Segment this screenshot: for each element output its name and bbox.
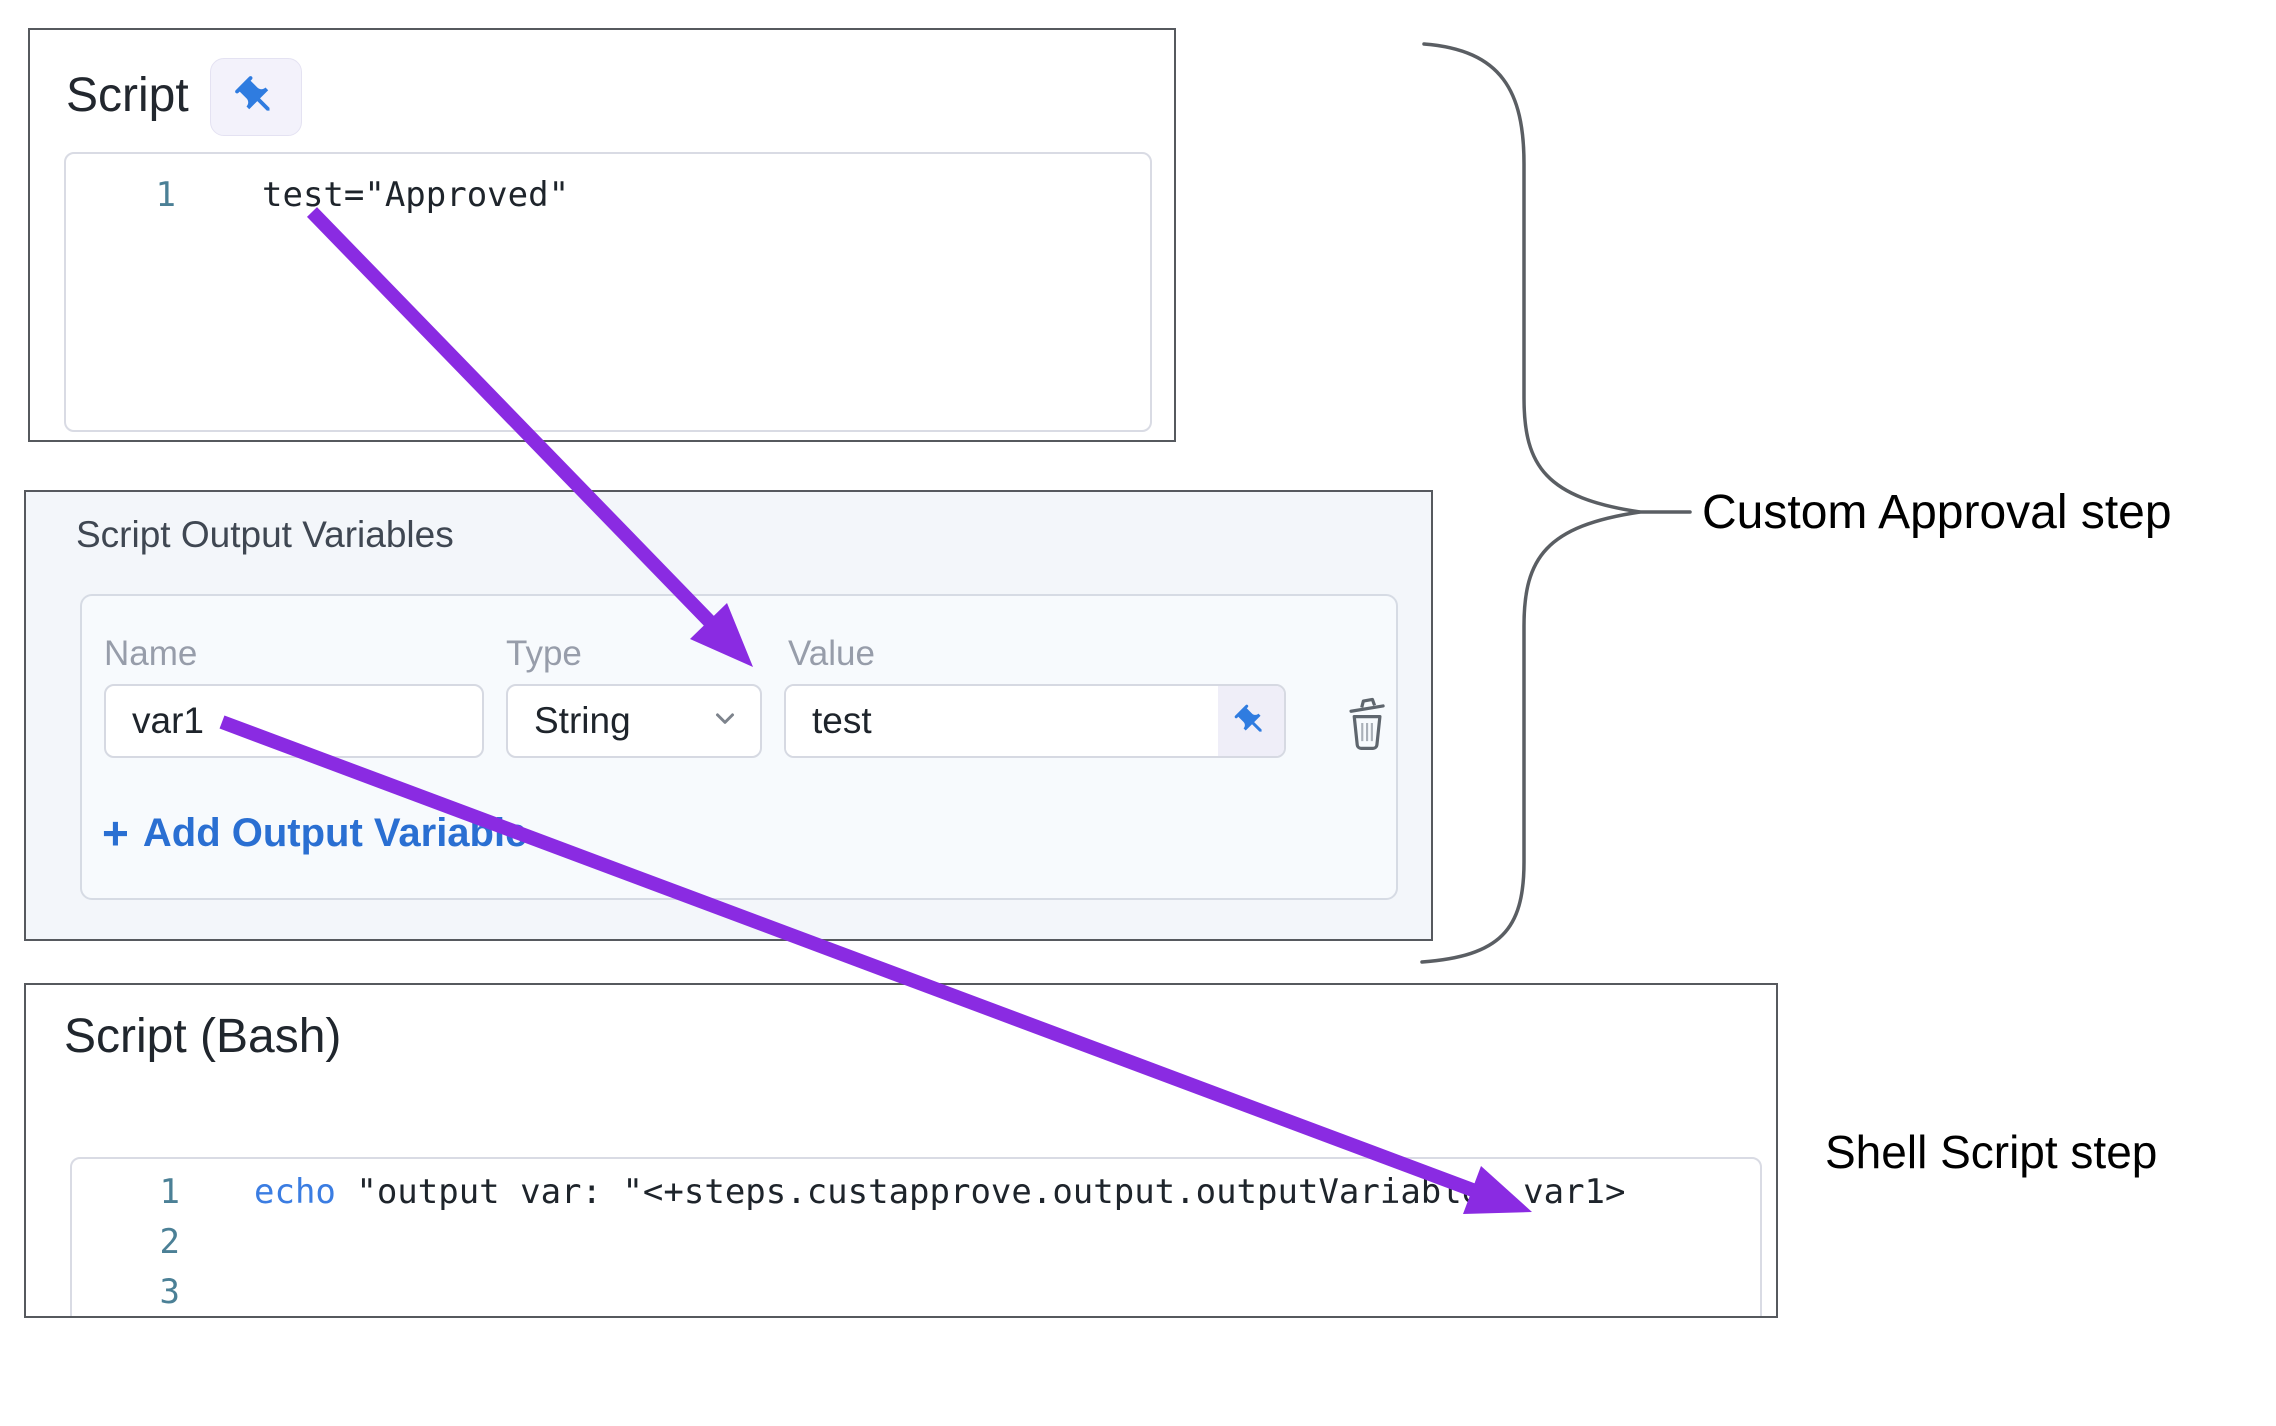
custom-approval-step-label: Custom Approval step (1702, 486, 2172, 539)
variable-value-group (784, 684, 1286, 758)
type-column-label: Type (506, 634, 582, 673)
bash-script-editor[interactable]: 1 echo "output var: "<+steps.custapprove… (70, 1157, 1762, 1316)
variable-name-input[interactable] (104, 684, 484, 758)
line-number: 1 (155, 175, 176, 215)
bash-code-rest: "output var: "<+steps.custapprove.output… (335, 1172, 1626, 1212)
code-line: 2 (72, 1217, 1760, 1267)
shell-script-panel: Script (Bash) 1 echo "output var: "<+ste… (24, 983, 1778, 1318)
bash-code-line-1: echo "output var: "<+steps.custapprove.o… (254, 1167, 1625, 1217)
approval-script-code: test="Approved" (262, 175, 570, 215)
variable-value-input[interactable] (786, 686, 1218, 756)
delete-variable-button[interactable] (1338, 692, 1394, 754)
line-number: 2 (159, 1222, 180, 1262)
trash-icon (1349, 697, 1385, 750)
curly-brace (1420, 42, 1692, 964)
output-variables-card: Name Type Value String (80, 594, 1398, 900)
shell-script-step-label: Shell Script step (1825, 1126, 2158, 1178)
line-number: 3 (159, 1272, 180, 1312)
script-output-variables-panel: Script Output Variables Name Type Value … (24, 490, 1433, 941)
variable-type-value: String (534, 700, 631, 741)
plus-icon: + (102, 807, 129, 859)
code-line: 1 echo "output var: "<+steps.custapprove… (72, 1167, 1760, 1217)
code-line: 1 test="Approved" (66, 170, 1150, 220)
echo-keyword: echo (254, 1172, 336, 1212)
code-line: 3 (72, 1267, 1760, 1316)
custom-approval-script-panel: Script 1 test="Approved" (28, 28, 1176, 442)
bash-panel-title: Script (Bash) (64, 1010, 342, 1063)
add-output-variable-button[interactable]: + Add Output Variable (102, 810, 527, 856)
variable-type-select[interactable]: String (506, 684, 762, 758)
chevron-down-icon (710, 700, 740, 742)
script-pin-button[interactable] (210, 58, 302, 136)
line-number: 1 (159, 1172, 180, 1212)
output-variables-title: Script Output Variables (76, 514, 454, 555)
name-column-label: Name (104, 634, 198, 673)
value-column-label: Value (788, 634, 875, 673)
pushpin-icon (1234, 704, 1262, 732)
script-panel-title: Script (66, 69, 189, 122)
approval-script-editor[interactable]: 1 test="Approved" (64, 152, 1152, 432)
value-pin-button[interactable] (1218, 686, 1284, 756)
add-output-variable-label: Add Output Variable (142, 810, 528, 855)
pushpin-icon (235, 76, 270, 111)
